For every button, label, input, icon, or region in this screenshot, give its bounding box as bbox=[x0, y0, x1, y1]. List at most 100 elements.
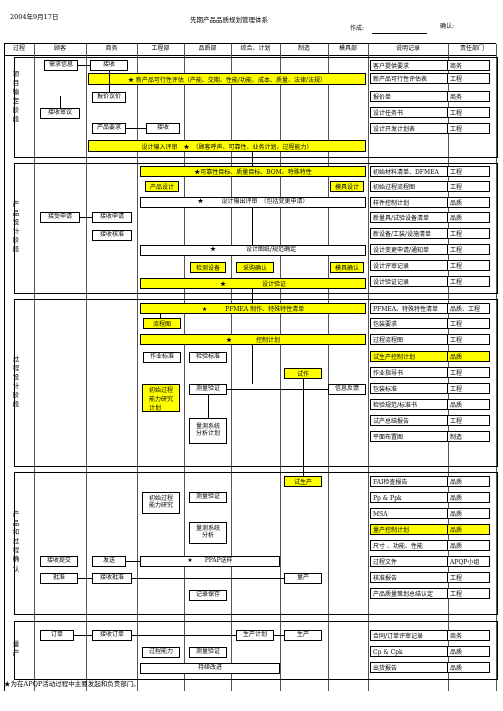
record-cell: 设计验证记录 bbox=[370, 276, 448, 287]
purchase-box: 采购确认 bbox=[236, 262, 274, 273]
department-cell: 品质 bbox=[448, 540, 490, 551]
record-cell: 初始过程流程图 bbox=[370, 181, 448, 192]
record-cell: 样件控制计划 bbox=[370, 197, 448, 208]
department-cell: 工程 bbox=[448, 228, 490, 239]
record-cell: 作业指导书 bbox=[370, 367, 448, 378]
record-cell: 平面布置图 bbox=[370, 431, 448, 442]
department-cell: 品质 bbox=[448, 524, 490, 535]
record-cell: 设计任务书 bbox=[370, 107, 448, 118]
send-box: 发送 bbox=[92, 556, 126, 567]
record-cell: 新产品可行性评估表 bbox=[370, 73, 448, 84]
record-cell: 包装标准 bbox=[370, 383, 448, 394]
department-cell: 工程 bbox=[448, 318, 490, 329]
department-cell: 品质 bbox=[448, 399, 490, 410]
op-std-box: 作业标准 bbox=[143, 352, 181, 363]
prod-design-box: 产品设计 bbox=[145, 181, 179, 192]
department-cell: 商务 bbox=[448, 630, 490, 641]
column-header: 顾客 bbox=[34, 44, 87, 54]
department-cell: 品质 bbox=[448, 476, 490, 487]
demand-box: 需求信息 bbox=[44, 60, 78, 71]
drawing-box: ★ 设计图纸/规范确定 bbox=[140, 245, 366, 256]
department-cell: 品质 bbox=[448, 646, 490, 657]
record-box: 记录保存 bbox=[189, 590, 227, 601]
recv-order-box: 接收订单 bbox=[92, 630, 132, 641]
receive-review-box: 接收审议 bbox=[40, 108, 80, 119]
record-cell: 出货报告 bbox=[370, 662, 448, 673]
record-cell: 包装要求 bbox=[370, 318, 448, 329]
record-cell: Pp & Ppk bbox=[370, 492, 448, 503]
info-fb-box: 信息反馈 bbox=[328, 384, 366, 395]
quote-box: 报价议价 bbox=[92, 92, 126, 103]
design-output-box: ★ 设计输出评审 （包括变更申请） bbox=[140, 197, 366, 208]
insp-std-box: 检验标准 bbox=[189, 352, 227, 363]
receive2-box: 接收 bbox=[146, 123, 180, 134]
department-cell: 工程 bbox=[448, 260, 490, 271]
phase-mass: 量 产 bbox=[12, 640, 20, 658]
approve-box: 接收核准 bbox=[92, 230, 132, 241]
record-cell: 报价单 bbox=[370, 91, 448, 102]
record-cell: 过程流程图 bbox=[370, 334, 448, 345]
phase-project: 项 目 输 定 阶 段 bbox=[12, 70, 20, 124]
column-header: 商务 bbox=[86, 44, 138, 54]
record-cell: 新量具/试验设备清单 bbox=[370, 212, 448, 223]
meas-verify-box: 测量验证 bbox=[189, 384, 227, 395]
record-cell: 量产控制计划 bbox=[370, 524, 448, 535]
record-cell: 试生产控制计划 bbox=[370, 351, 448, 362]
trial-box: 试作 bbox=[284, 368, 322, 379]
approve2-box: 接收批准 bbox=[92, 573, 132, 584]
department-cell: 制造 bbox=[448, 431, 490, 442]
record-cell: 客户提供要求 bbox=[370, 60, 448, 71]
phase-validation: 产 品 和 过 程 确 认 bbox=[12, 510, 20, 573]
prod-req-box: 产品要求 bbox=[92, 123, 126, 134]
ppap-box: ★ PPAP送样 bbox=[140, 556, 280, 567]
department-cell: 工程 bbox=[448, 588, 490, 599]
department-cell: 品质 bbox=[448, 212, 490, 223]
department-cell: 品质 bbox=[448, 351, 490, 362]
msa-plan-box: 量测系统 分析计划 bbox=[189, 418, 227, 444]
record-cell: 设计评审记录 bbox=[370, 260, 448, 271]
record-cell: 尺寸 、功能、性能 bbox=[370, 540, 448, 551]
column-header: 工程部 bbox=[137, 44, 185, 54]
record-cell: MSA bbox=[370, 508, 448, 519]
pfmea-box: ★ PFMEA 制作、特殊特性清单 bbox=[140, 303, 366, 314]
department-cell: 工程 bbox=[448, 73, 490, 84]
column-header: 过程 bbox=[4, 44, 35, 54]
trial-prod-box: 试生产 bbox=[284, 476, 322, 487]
improve-box: 持续改进 bbox=[140, 663, 280, 674]
record-cell: 初始材料清单、DFMEA bbox=[370, 166, 448, 177]
meas-verify2-box: 测量验证 bbox=[189, 492, 227, 503]
record-cell: 产品质量策划总结认定 bbox=[370, 588, 448, 599]
receive-box: 接收 bbox=[90, 60, 128, 71]
department-cell: 工程 bbox=[448, 244, 490, 255]
page-title: 先期产品品质规划管理体系 bbox=[190, 16, 268, 24]
column-header: 制造 bbox=[280, 44, 329, 54]
confirm-label: 确认: bbox=[440, 23, 455, 30]
department-cell: 工程 bbox=[448, 181, 490, 192]
department-cell: 工程 bbox=[448, 166, 490, 177]
department-cell: APQP小组 bbox=[448, 556, 490, 567]
record-cell: 设计变更申请/通知单 bbox=[370, 244, 448, 255]
flow-box: 流程图 bbox=[143, 318, 181, 329]
column-header: 模具部 bbox=[328, 44, 369, 54]
apply-req-box: 接收申请 bbox=[92, 212, 132, 223]
control-plan-box: ★ 控制计划 bbox=[140, 334, 366, 345]
department-cell: 工程 bbox=[448, 276, 490, 287]
phase-process-design: 过 程 设 计 阶 段 bbox=[12, 355, 20, 409]
phase-product-design: 产 品 设 计 阶 段 bbox=[12, 200, 20, 254]
department-cell: 工程 bbox=[448, 107, 490, 118]
department-cell: 品质 bbox=[448, 508, 490, 519]
department-cell: 工程 bbox=[448, 572, 490, 583]
meas-verify3-box: 测量验证 bbox=[189, 647, 227, 658]
init-cap-box: 初始过程 能力研究 计划 bbox=[142, 384, 180, 412]
department-cell: 商务 bbox=[448, 60, 490, 71]
record-cell: PFMEA、特殊特性清单 bbox=[370, 303, 448, 314]
column-header: 说明记录 bbox=[368, 44, 449, 54]
department-cell: 商务 bbox=[448, 91, 490, 102]
department-cell: 品质 bbox=[448, 197, 490, 208]
record-cell: FAI检查报告 bbox=[370, 476, 448, 487]
proc-cap-box: 过程能力 bbox=[142, 647, 180, 658]
inspect-dev-box: 检测设备 bbox=[190, 262, 226, 273]
order-box: 订单 bbox=[40, 630, 74, 641]
design-input-box: 设计输入评审 ★ （顾客呼声、可靠性、业务计划、过程能力） bbox=[88, 140, 366, 152]
design-verify-box: ★ 设计验证 bbox=[140, 278, 366, 289]
